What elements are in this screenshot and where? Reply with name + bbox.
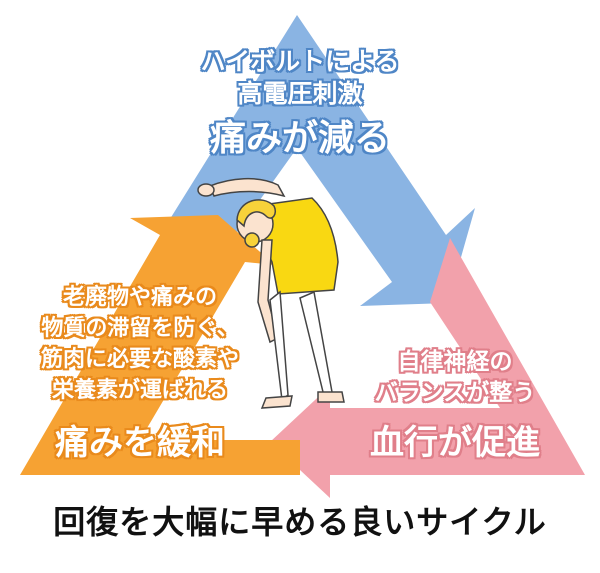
pink-headline: 血行が促進 xyxy=(370,423,540,463)
stretching-woman-illustration xyxy=(197,177,345,409)
orange-line-4: 栄養素が運ばれる xyxy=(51,378,228,403)
orange-line-3: 筋肉に必要な酸素や xyxy=(40,347,239,372)
cycle-caption: 回復を大幅に早める良いサイクル xyxy=(53,503,547,541)
blue-line-2: 高電圧刺激 xyxy=(237,79,363,108)
blue-headline: 痛みが減る xyxy=(209,118,390,159)
orange-headline: 痛みを緩和 xyxy=(55,423,225,463)
orange-line-2: 物質の滞留を防ぐ、 xyxy=(41,316,239,341)
orange-arrow xyxy=(20,215,300,475)
orange-line-1: 老廃物や痛みの xyxy=(62,285,217,310)
pink-line-1: 自律神経の xyxy=(397,349,513,375)
blue-arrow xyxy=(160,15,475,306)
blue-line-1: ハイボルトによる xyxy=(200,47,400,76)
pink-line-2: バランスが整う xyxy=(374,380,536,406)
pink-arrow xyxy=(270,238,585,498)
